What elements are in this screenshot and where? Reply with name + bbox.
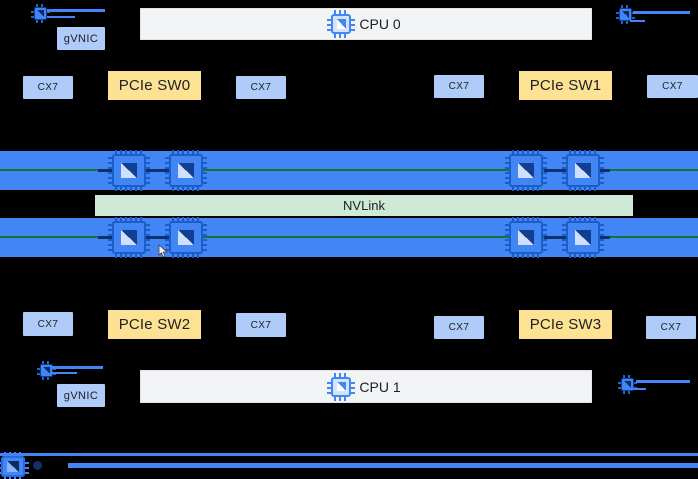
cx7-label: CX7 xyxy=(250,319,272,331)
gpu-chip-icon xyxy=(165,217,207,258)
gpu-chip-icon xyxy=(108,150,150,191)
cx7-label: CX7 xyxy=(448,81,470,92)
gpu-link-dash xyxy=(600,169,610,172)
legend-divider-line xyxy=(0,453,698,456)
network-line xyxy=(633,11,690,14)
gpu-link-dash xyxy=(98,169,112,172)
cx7-nic-box: CX7 xyxy=(23,76,73,99)
legend-dot xyxy=(33,461,42,470)
gpu-chip-icon xyxy=(562,150,604,191)
network-line xyxy=(52,372,77,374)
gpu-chip-icon xyxy=(165,150,207,191)
cx7-nic-box: CX7 xyxy=(646,316,696,339)
cx7-label: CX7 xyxy=(250,82,272,93)
cpu1-box: CPU 1 xyxy=(140,370,592,403)
cx7-nic-box: CX7 xyxy=(236,76,286,99)
cpu-chip-icon xyxy=(327,10,356,38)
cx7-nic-box: CX7 xyxy=(434,316,484,339)
network-port-icon xyxy=(618,375,637,394)
gpu-link-dash xyxy=(146,236,169,239)
cpu1-label: CPU 1 xyxy=(359,378,401,395)
pcie-sw0-label: PCIe SW0 xyxy=(118,77,191,94)
nvlink-label: NVLink xyxy=(343,198,385,213)
cx7-nic-box: CX7 xyxy=(236,313,286,337)
network-line xyxy=(636,380,690,383)
gpu-link-dash xyxy=(146,169,169,172)
gpu-chip-icon xyxy=(108,217,150,258)
pcie-switch-sw0-box: PCIe SW0 xyxy=(108,71,201,100)
cx7-nic-box: CX7 xyxy=(23,312,73,336)
network-line xyxy=(630,20,645,22)
gpu-chip-icon xyxy=(505,217,547,258)
cx7-nic-box: CX7 xyxy=(434,75,484,98)
pcie-switch-sw1-box: PCIe SW1 xyxy=(519,71,612,100)
network-port-icon xyxy=(616,5,635,24)
legend-rule-line xyxy=(68,463,698,468)
pcie-switch-sw3-box: PCIe SW3 xyxy=(519,310,612,339)
pcie-switch-sw2-box: PCIe SW2 xyxy=(108,310,201,339)
cx7-label: CX7 xyxy=(448,322,470,333)
gpu-link-dash xyxy=(600,236,610,239)
nvlink-rail-line xyxy=(0,236,698,238)
gpu-chip-icon xyxy=(505,150,547,191)
pcie-sw2-label: PCIe SW2 xyxy=(118,316,191,333)
network-port-icon xyxy=(37,361,56,380)
pcie-sw3-label: PCIe SW3 xyxy=(529,316,602,333)
cx7-nic-box: CX7 xyxy=(647,75,698,98)
gpu-chip-icon xyxy=(562,217,604,258)
mouse-cursor xyxy=(158,244,169,263)
network-line xyxy=(47,9,105,12)
nvlink-rail-line xyxy=(0,169,698,171)
network-line xyxy=(52,366,103,369)
gvnic-top-box: gVNIC xyxy=(57,27,105,50)
cx7-label: CX7 xyxy=(660,322,682,333)
network-line xyxy=(47,16,75,18)
gvnic-bottom-label: gVNIC xyxy=(63,389,99,402)
gpu-link-dash xyxy=(98,236,112,239)
cpu-chip-icon xyxy=(327,372,356,401)
network-port-icon xyxy=(31,4,50,23)
nvlink-box: NVLink xyxy=(95,195,633,216)
cpu0-box: CPU 0 xyxy=(140,8,592,40)
gvnic-top-label: gVNIC xyxy=(63,32,99,45)
cx7-label: CX7 xyxy=(37,318,59,330)
legend-chip-icon xyxy=(0,452,29,479)
cx7-label: CX7 xyxy=(662,81,683,92)
cx7-label: CX7 xyxy=(37,82,59,93)
gvnic-bottom-box: gVNIC xyxy=(57,384,105,407)
gpu-link-dash xyxy=(544,236,566,239)
cpu0-label: CPU 0 xyxy=(359,16,401,32)
network-line xyxy=(629,388,646,390)
gpu-link-dash xyxy=(544,169,566,172)
pcie-sw1-label: PCIe SW1 xyxy=(529,77,602,94)
